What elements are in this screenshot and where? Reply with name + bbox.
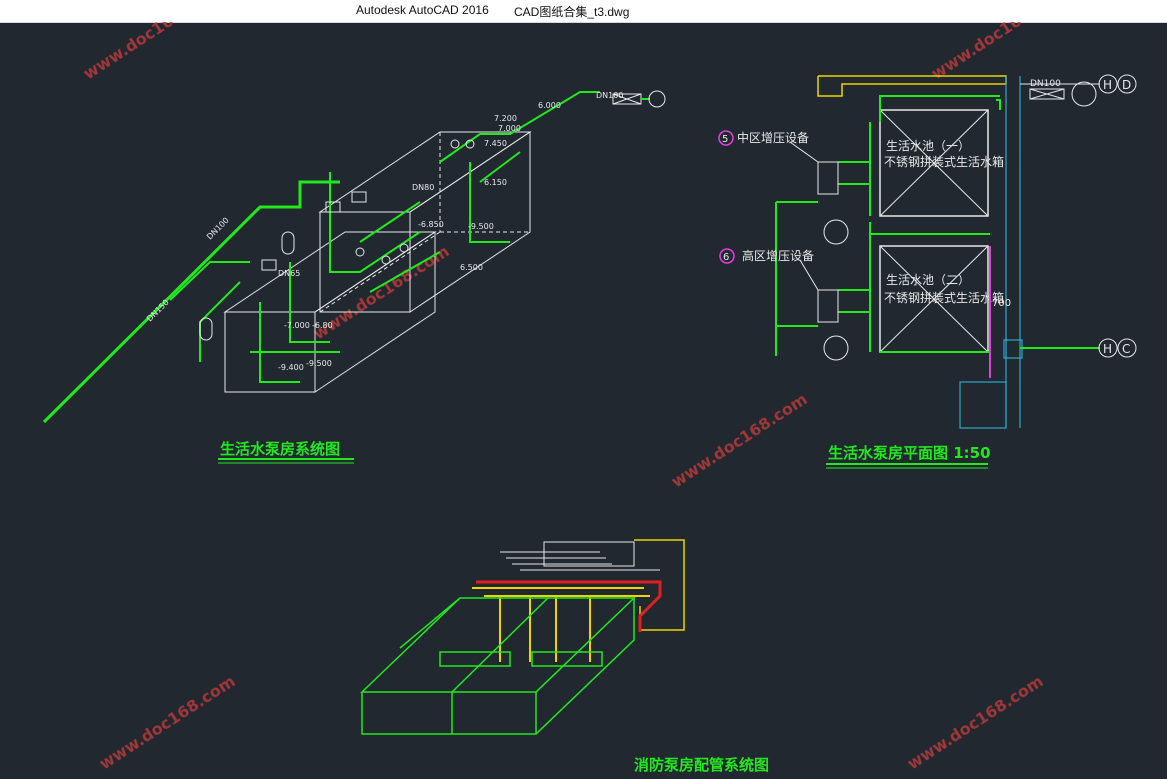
watermark: www.doc168.com: [928, 22, 1071, 83]
main-pipe: [42, 180, 340, 424]
tank-1-name: 生活水池（一）: [886, 139, 970, 153]
label: DN65: [278, 269, 300, 278]
axis-bubbles: H D H C: [1098, 74, 1137, 358]
equip-6-num: 6: [723, 252, 729, 263]
tank-2-type: 不锈钢拼装式生活水箱: [884, 290, 1004, 305]
label: 6.150: [484, 178, 507, 187]
wall-outline: [817, 75, 1007, 97]
label: DN100: [596, 91, 623, 100]
equip-6-label: 高区增压设备: [742, 248, 814, 263]
equip-5-tag: 5 中区增压设备: [718, 130, 819, 163]
label: 6.500: [460, 263, 483, 272]
watermark: www.doc168.com: [96, 671, 239, 773]
label: 6.000: [538, 101, 561, 110]
label: -9.500: [468, 222, 494, 231]
fire-drops: [499, 596, 591, 662]
fire-pump-diagram[interactable]: 消防泵房配管系统图: [360, 539, 769, 774]
system-pipes: [250, 91, 600, 383]
label: -9.400: [278, 363, 304, 372]
fire-title: 消防泵房配管系统图: [634, 756, 769, 774]
label: 7.200: [494, 114, 517, 123]
label: -6.850: [418, 220, 444, 229]
label: DN100: [205, 216, 231, 242]
watermark: www.doc168.com: [668, 389, 811, 491]
plan-pipes: [775, 95, 1100, 356]
equipment: [199, 139, 475, 341]
axis-c: C: [1122, 342, 1130, 356]
fire-outline: [500, 541, 660, 571]
label: DN150: [145, 298, 171, 324]
tank-box-iso: [223, 131, 532, 393]
watermark-group: www.doc168.com www.doc168.com www.doc168…: [80, 0, 1071, 773]
tank-2: 生活水池（二） 不锈钢拼装式生活水箱: [879, 245, 1004, 353]
label: -9.500: [306, 359, 332, 368]
plan-view[interactable]: 生活水池（一） 不锈钢拼装式生活水箱 生活水池（二） 不锈钢拼装式生活水箱: [718, 74, 1137, 469]
system-title: 生活水泵房系统图: [220, 440, 340, 458]
app-title: Autodesk AutoCAD 2016: [356, 3, 489, 17]
label: -6.80: [312, 321, 333, 330]
equip-5-label: 中区增压设备: [737, 130, 809, 145]
branch-pipe: [169, 261, 250, 301]
axis-h: H: [1103, 78, 1112, 92]
tank-1: 生活水池（一） 不锈钢拼装式生活水箱: [879, 109, 1004, 217]
system-diagram[interactable]: 6.000 7.200 7.000 7.450 6.150 -6.850 -9.…: [42, 90, 666, 464]
branch-pipe: [199, 281, 241, 362]
watermark: www.doc168.com: [904, 671, 1047, 773]
label: 7.450: [484, 139, 507, 148]
tank-1-type: 不锈钢拼装式生活水箱: [884, 154, 1004, 169]
fire-header-red: [476, 580, 662, 632]
tank-2-name: 生活水池（二）: [886, 273, 970, 287]
axis-d: D: [1122, 78, 1131, 92]
equip-5-num: 5: [722, 134, 728, 145]
plan-top-valve: DN100: [1020, 79, 1100, 107]
top-valve: [612, 90, 666, 108]
pump-sets: [817, 161, 849, 361]
fire-tank: [360, 597, 636, 735]
watermark: www.doc168.com: [80, 22, 223, 83]
label: DN80: [412, 183, 434, 192]
label: 7.000: [498, 124, 521, 133]
axis-h2: H: [1103, 342, 1112, 356]
equip-6-tag: 6 高区增压设备: [719, 248, 819, 291]
dimension-700: 700: [992, 298, 1011, 309]
title-bar: Autodesk AutoCAD 2016 CAD图纸合集_t3.dwg: [0, 0, 1167, 23]
plan-title: 生活水泵房平面图 1:50: [828, 444, 991, 462]
file-name: CAD图纸合集_t3.dwg: [514, 5, 630, 19]
label: -7.000: [284, 321, 310, 330]
